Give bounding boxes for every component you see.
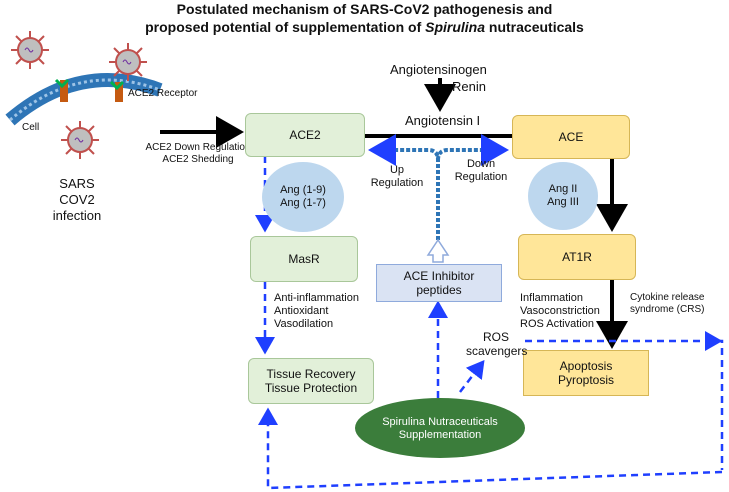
sars-line-3: infection: [52, 208, 102, 223]
sars-line-2: COV2: [59, 192, 95, 207]
angiotensinogen-label: Angiotensinogen: [390, 62, 487, 77]
spirulina-line-1: Spirulina Nutraceuticals: [382, 416, 498, 428]
anti-line-2: Antioxidant: [274, 305, 329, 317]
ang19-text: Ang (1-9): [280, 184, 326, 196]
up-regulation-label: Up Regulation: [362, 164, 432, 190]
tissue-line-1: Tissue Recovery: [266, 367, 356, 381]
apoptosis-line-1: Apoptosis: [559, 359, 613, 373]
crs-line-1: Cytokine release: [630, 292, 705, 303]
masr-box: MasR: [250, 236, 358, 282]
inflammation-label: Inflammation Vasoconstriction ROS Activa…: [520, 292, 600, 331]
down-line-1: Down: [466, 158, 496, 170]
tissue-box: Tissue Recovery Tissue Protection: [248, 358, 374, 404]
down-line-2: Regulation: [454, 171, 508, 183]
ace2-shed-text: ACE2 Shedding: [162, 154, 234, 165]
at1r-box: AT1R: [518, 234, 636, 280]
renin-label: Renin: [452, 79, 486, 94]
virus-icon: [11, 31, 49, 69]
ace2-receptor-label: ACE2 Receptor: [128, 88, 198, 99]
tissue-line-2: Tissue Protection: [264, 381, 358, 395]
crs-label: Cytokine release syndrome (CRS): [630, 292, 704, 316]
infl-line-3: ROS Activation: [520, 318, 594, 330]
ace2-down-text: ACE2 Down Regulation: [145, 142, 251, 153]
title-line-2-end: nutraceuticals: [485, 19, 584, 35]
anti-line-1: Anti-inflammation: [274, 292, 359, 304]
title-line-1: Postulated mechanism of SARS-CoV2 pathog…: [176, 1, 553, 17]
angiotensin1-label: Angiotensin I: [405, 113, 481, 128]
spirulina-label: Spirulina Nutraceuticals Supplementation: [360, 416, 520, 442]
infl-line-2: Vasoconstriction: [520, 305, 600, 317]
cell-label: Cell: [22, 122, 40, 133]
ace2-box: ACE2: [245, 113, 365, 157]
infl-line-1: Inflammation: [520, 292, 583, 304]
up-line-2: Regulation: [370, 177, 424, 189]
anti-line-3: Vasodilation: [274, 318, 334, 330]
ace-inhibitor-line-2: peptides: [416, 283, 462, 297]
apoptosis-box: Apoptosis Pyroptosis: [523, 350, 649, 396]
crs-line-2: syndrome (CRS): [630, 304, 705, 315]
anti-inflammation-label: Anti-inflammation Antioxidant Vasodilati…: [274, 292, 359, 331]
ace-inhibitor-line-1: ACE Inhibitor: [403, 269, 475, 283]
ace2-down-label: ACE2 Down Regulation ACE2 Shedding: [138, 142, 258, 166]
sars-line-1: SARS: [59, 176, 95, 191]
page-title: Postulated mechanism of SARS-CoV2 pathog…: [0, 0, 729, 36]
title-line-2: proposed potential of supplementation of…: [0, 18, 729, 36]
ros-scavengers-label: ROS scavengers: [466, 330, 528, 358]
spirulina-line-2: Supplementation: [398, 429, 482, 441]
title-line-2-text: proposed potential of supplementation of: [145, 19, 426, 35]
dashed-bottom-tissue: [258, 407, 723, 490]
ang-ii-circle: Ang II Ang III: [528, 162, 598, 230]
title-italic: Spirulina: [425, 19, 486, 35]
ros-line-1: ROS: [482, 330, 509, 344]
sars-label: SARS COV2 infection: [42, 176, 112, 224]
virus-icon: [109, 43, 147, 81]
ang17-text: Ang (1-7): [280, 197, 326, 209]
regulation-wavy: [368, 134, 509, 240]
ace-box: ACE: [512, 115, 630, 159]
spirulina-ellipse: [355, 398, 525, 458]
up-line-1: Up: [389, 164, 405, 176]
ang2-text: Ang II: [548, 183, 578, 195]
receptor-2: [115, 82, 123, 102]
ang-1-9-circle: Ang (1-9) Ang (1-7): [262, 162, 344, 232]
down-regulation-label: Down Regulation: [446, 158, 516, 184]
virus-icon: [61, 121, 99, 159]
dashed-spirulina-ros: [459, 360, 485, 393]
ros-line-2: scavengers: [466, 344, 528, 358]
ace-inhibitor-box: ACE Inhibitor peptides: [376, 264, 502, 302]
apoptosis-line-2: Pyroptosis: [557, 373, 615, 387]
ang3-text: Ang III: [547, 196, 579, 208]
hollow-up-arrow: [426, 238, 450, 263]
cell-membrane: [5, 73, 163, 126]
receptor-1: [60, 80, 68, 102]
